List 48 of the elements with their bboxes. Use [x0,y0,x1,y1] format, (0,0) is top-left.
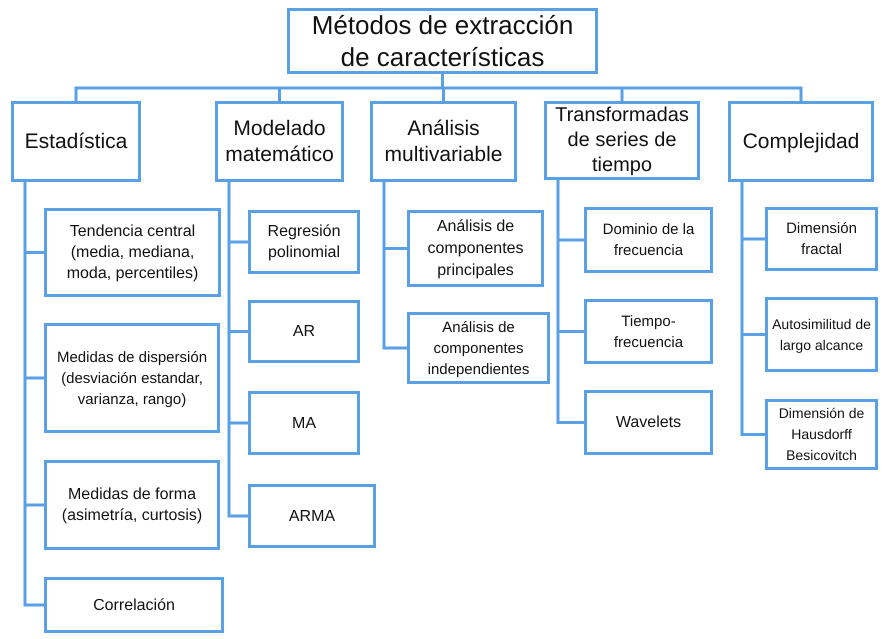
connector-line [24,182,44,606]
box-label: Análisis de componentes independientes [426,318,530,380]
category-box [728,101,874,182]
box-label: Análisis multivariable [384,116,504,168]
title-box [287,8,598,74]
box-label: Medidas de forma (asimetría, curtosis) [60,485,204,526]
box-label: Medidas de dispersión (desviación estandar, varianza, rango) [56,348,208,410]
method-box [44,577,224,633]
connector-line [740,182,765,436]
method-box [248,391,360,455]
box-label: Métodos de extracción de características [310,9,574,73]
box-label: ARMA [288,506,336,526]
method-box [584,390,713,455]
box-label: Tendencia central (media, mediana, moda, percentiles) [66,222,200,284]
method-box [44,208,221,297]
box-label: AR [292,322,316,342]
method-box [407,312,550,384]
box-label: Wavelets [616,413,682,433]
category-box [544,101,700,180]
method-box [765,399,878,470]
box-label: Regresión polinomial [266,222,342,263]
box-label: Complejidad [742,128,860,154]
box-label: Dimensión fractal [785,219,858,260]
box-label: Autosimilitud de largo alcance [772,314,871,355]
method-box [584,207,713,273]
box-label: Correlación [93,596,175,616]
method-box [407,210,544,287]
category-box [11,101,141,182]
method-box [584,299,713,364]
box-label: Dimensión de Hausdorff Besicovitch [778,404,866,465]
method-box [765,297,878,372]
method-box [765,207,878,271]
method-box [248,300,360,363]
box-label: Estadística [24,128,128,154]
box-label: Tiempo-frecuencia [612,312,684,352]
method-box [248,484,376,548]
box-label: Dominio de la frecuencia [602,220,696,261]
box-label: MA [292,414,316,434]
connector-line [228,182,248,518]
box-label: Análisis de componentes principales [426,216,525,280]
method-box [248,210,360,274]
method-box [44,460,220,550]
connector-line [556,180,584,424]
category-box [215,101,344,182]
method-box [44,323,220,433]
category-box [370,101,517,182]
box-label: Transformadas de series de tiempo [554,103,690,178]
box-label: Modelado matemático [224,116,335,168]
